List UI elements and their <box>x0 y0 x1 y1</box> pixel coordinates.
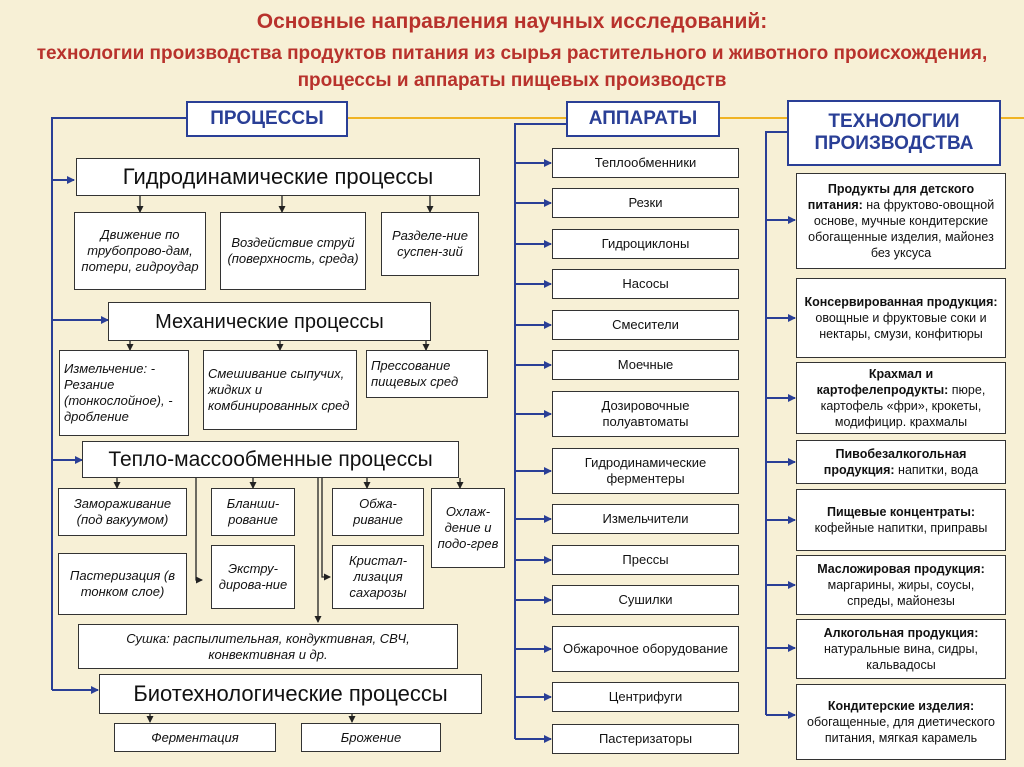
apparatus-item: Сушилки <box>552 585 739 615</box>
technology-text: кофейные напитки, приправы <box>814 521 988 535</box>
technology-text: маргарины, жиры, соусы, спреды, майонезы <box>827 578 975 608</box>
technology-item: Кондитерские изделия: обогащенные, для д… <box>796 684 1006 760</box>
page-title: Основные направления научных исследовани… <box>256 10 768 33</box>
process-item: Ферментация <box>114 723 276 752</box>
process-item: Пастеризация (в тонком слое) <box>58 553 187 615</box>
technology-item: Алкогольная продукция: натуральные вина,… <box>796 619 1006 679</box>
apparatus-item: Резки <box>552 188 739 218</box>
technology-text: натуральные вина, сидры, кальвадосы <box>824 642 978 672</box>
process-item: Бланши-рование <box>211 488 295 536</box>
apparatus-item: Обжарочное оборудование <box>552 626 739 672</box>
process-item: Смешивание сыпучих, жидких и комбинирова… <box>203 350 357 430</box>
technologies-header: ТЕХНОЛОГИИ ПРОИЗВОДСТВА <box>787 100 1001 166</box>
biotech-processes: Биотехнологические процессы <box>99 674 482 714</box>
apparatus-item: Смесители <box>552 310 739 340</box>
technology-head: Алкогольная продукция: <box>823 626 979 640</box>
technology-text: пюре, картофель «фри», крокеты, модифици… <box>820 383 986 429</box>
apparatus-item: Центрифуги <box>552 682 739 712</box>
apparatus-item: Гидродинамические ферментеры <box>552 448 739 494</box>
apparatus-item: Измельчители <box>552 504 739 534</box>
process-item: Экстру-дирова-ние <box>211 545 295 609</box>
mechanical-processes: Механические процессы <box>108 302 431 341</box>
technology-text: обогащенные, для диетического питания, м… <box>807 715 995 745</box>
technology-item: Продукты для детского питания: на фрукто… <box>796 173 1006 269</box>
apparatus-item: Пастеризаторы <box>552 724 739 754</box>
apparatus-item: Дозировочные полуавтоматы <box>552 391 739 437</box>
apparatus-item: Гидроциклоны <box>552 229 739 259</box>
technology-text: напитки, вода <box>894 463 979 477</box>
process-item: Кристал-лизация сахарозы <box>332 545 424 609</box>
technology-item: Пивобезалкогольная продукция: напитки, в… <box>796 440 1006 484</box>
apparatus-item: Моечные <box>552 350 739 380</box>
process-item: Обжа-ривание <box>332 488 424 536</box>
process-item: Замораживание (под вакуумом) <box>58 488 187 536</box>
technology-item: Пищевые концентраты: кофейные напитки, п… <box>796 489 1006 551</box>
technology-item: Консервированная продукция: овощные и фр… <box>796 278 1006 358</box>
technology-text: овощные и фруктовые соки и нектары, смуз… <box>815 311 987 341</box>
heat-mass-exchange-processes: Тепло-массообменные процессы <box>82 441 459 478</box>
technology-head: Консервированная продукция: <box>804 295 998 309</box>
technology-item: Крахмал и картофелепродукты: пюре, карто… <box>796 362 1006 434</box>
drying-process: Сушка: распылительная, кондуктивная, СВЧ… <box>78 624 458 669</box>
page-subtitle: технологии производства продуктов питани… <box>36 43 988 91</box>
technology-head: Пивобезалкогольная продукция: <box>823 447 967 477</box>
process-item: Прессование пищевых сред <box>366 350 488 398</box>
technology-head: Пищевые концентраты: <box>826 505 976 519</box>
process-item: Брожение <box>301 723 441 752</box>
processes-header: ПРОЦЕССЫ <box>186 101 348 137</box>
technology-text: на фруктово-овощной основе, мучные конди… <box>808 198 995 260</box>
hydrodynamic-processes: Гидродинамические процессы <box>76 158 480 196</box>
process-item: Измельчение: - Резание (тонкослойное), -… <box>59 350 189 436</box>
process-item: Разделе-ние суспен-зий <box>381 212 479 276</box>
apparatus-header: АППАРАТЫ <box>566 101 720 137</box>
process-item: Воздействие струй (поверхность, среда) <box>220 212 366 290</box>
technology-head: Продукты для детского питания: <box>807 182 975 212</box>
technology-item: Масложировая продукция: маргарины, жиры,… <box>796 555 1006 615</box>
process-item: Движение по трубопрово-дам, потери, гидр… <box>74 212 206 290</box>
technology-head: Кондитерские изделия: <box>827 699 975 713</box>
apparatus-item: Насосы <box>552 269 739 299</box>
apparatus-item: Прессы <box>552 545 739 575</box>
technology-head: Масложировая продукция: <box>817 562 985 576</box>
process-item: Охлаж-дение и подо-грев <box>431 488 505 568</box>
apparatus-item: Теплообменники <box>552 148 739 178</box>
technology-head: Крахмал и картофелепродукты: <box>816 367 949 397</box>
